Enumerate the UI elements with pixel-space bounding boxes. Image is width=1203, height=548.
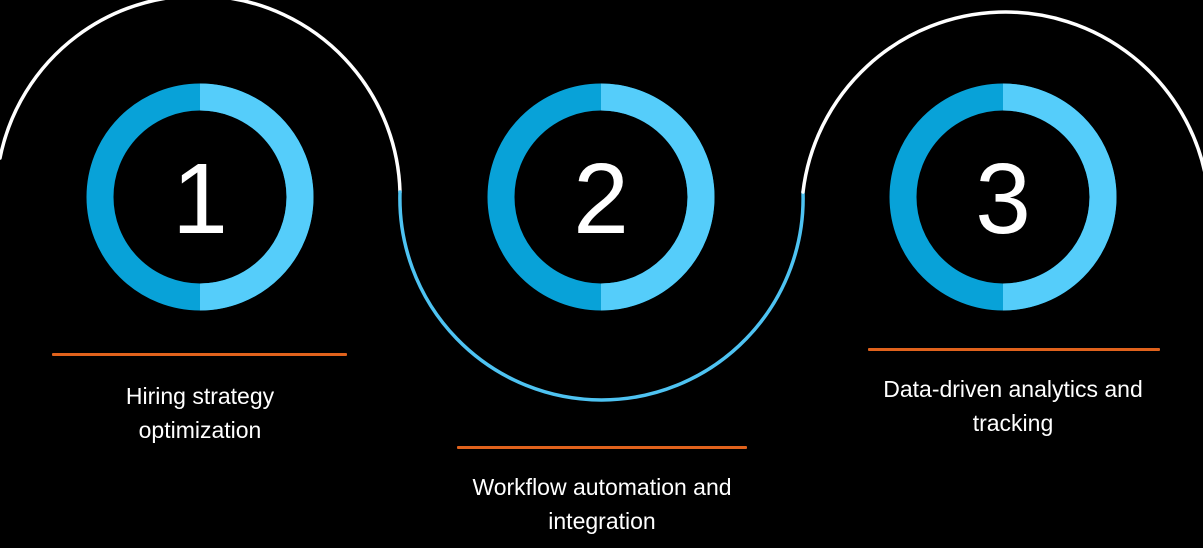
step-2-number: 2 xyxy=(573,143,629,255)
step-3-label-line-1: Data-driven analytics and xyxy=(883,376,1143,402)
step-2-ring-light-half xyxy=(600,83,715,311)
step-2-label-line-2: integration xyxy=(548,508,656,534)
step-1-divider xyxy=(52,353,347,356)
step-3-label: Data-driven analytics and tracking xyxy=(853,372,1173,440)
step-3-divider xyxy=(868,348,1160,351)
step-1-ring-light-half xyxy=(199,83,314,311)
step-3-label-line-2: tracking xyxy=(972,410,1054,436)
step-3-ring-light-half xyxy=(1002,83,1117,311)
step-1-label: Hiring strategy optimization xyxy=(40,379,360,447)
wave-arc-middle-blue xyxy=(398,190,805,402)
step-1-label-line-1: Hiring strategy xyxy=(125,383,275,409)
wave-arc-left-white xyxy=(0,0,402,194)
step-1-number: 1 xyxy=(172,143,228,255)
step-2-divider xyxy=(457,446,747,449)
step-1-label-line-2: optimization xyxy=(138,417,262,443)
step-2-label: Workflow automation and integration xyxy=(442,470,762,538)
wave-arc-right-white xyxy=(801,10,1203,194)
step-2-label-line-1: Workflow automation and xyxy=(472,474,732,500)
step-3-number: 3 xyxy=(975,143,1031,255)
